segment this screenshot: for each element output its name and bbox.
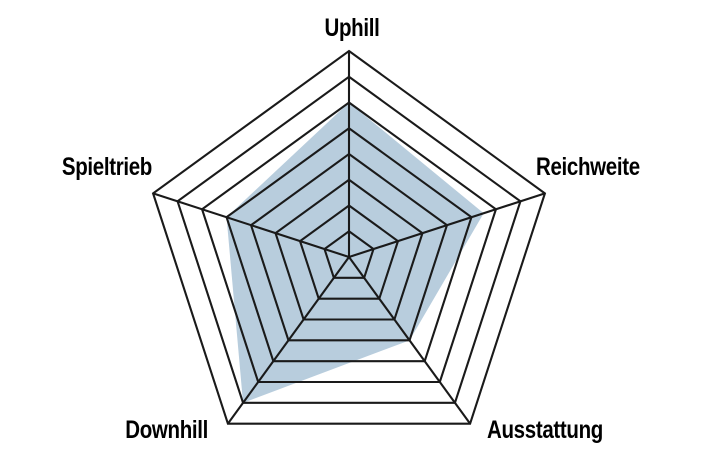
grid-ring [225, 126, 473, 363]
axis-spoke [348, 192, 546, 258]
axis-spoke [348, 256, 471, 425]
axis-spoke [152, 192, 350, 258]
grid-spokes-layer [152, 51, 546, 425]
series-fill-area [226, 102, 484, 403]
radar-fill-layer [226, 102, 484, 403]
grid-rings-layer [151, 49, 547, 425]
grid-ring [323, 229, 375, 279]
grid-ring [151, 49, 547, 425]
grid-ring [274, 178, 424, 321]
grid-ring [176, 75, 522, 404]
grid-ring [200, 101, 498, 384]
axis-spoke [227, 256, 350, 425]
axis-label-ausstattung: Ausstattung [487, 416, 603, 444]
axis-label-reichweite: Reichweite [536, 153, 640, 181]
axis-label-spieltrieb: Spieltrieb [61, 153, 152, 181]
axis-label-downhill: Downhill [125, 416, 208, 444]
grid-ring [249, 152, 449, 342]
grid-ring [298, 204, 400, 300]
axis-label-uphill: Uphill [324, 14, 380, 42]
